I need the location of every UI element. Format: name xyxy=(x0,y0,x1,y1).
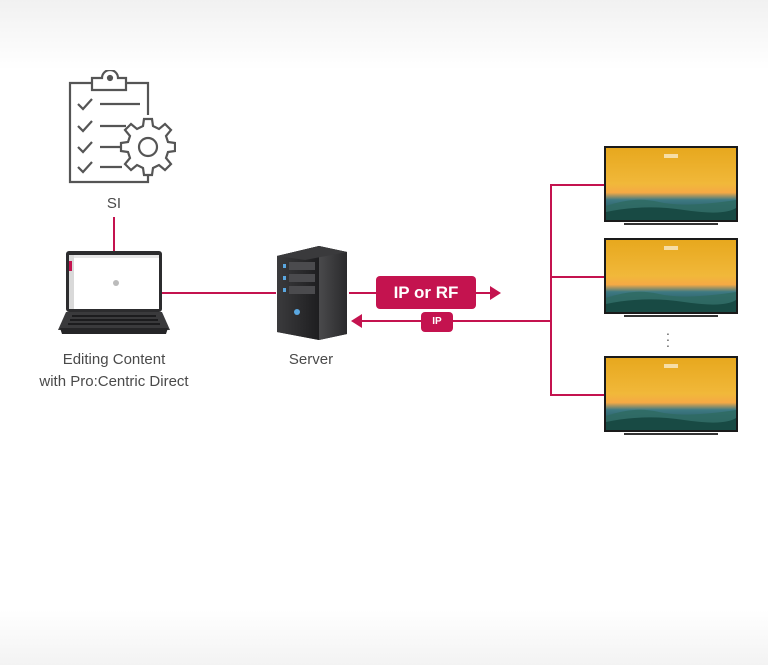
laptop-server-connector xyxy=(162,292,276,294)
return-connector xyxy=(360,320,552,322)
tv-branch-3 xyxy=(550,394,606,396)
return-arrowhead-icon xyxy=(351,314,362,328)
tv-display-icon xyxy=(604,356,738,435)
server-tower-icon xyxy=(277,246,347,340)
clipboard-gear-icon xyxy=(68,70,176,184)
tv-display-icon xyxy=(604,238,738,317)
si-laptop-connector xyxy=(113,217,115,252)
tv-branch-2 xyxy=(550,276,606,278)
pro-centric-line: with Pro:Centric Direct xyxy=(39,373,189,390)
si-label: SI xyxy=(106,195,122,212)
ip-or-rf-badge: IP or RF xyxy=(376,276,476,309)
editing-content-line: Editing Content xyxy=(62,351,166,368)
tv-branch-1 xyxy=(550,184,606,186)
tv-display-icon xyxy=(604,146,738,225)
laptop-icon xyxy=(58,251,170,334)
more-displays-ellipsis-icon: ··· xyxy=(665,325,671,353)
ip-badge: IP xyxy=(421,312,453,332)
outgoing-arrowhead-icon xyxy=(490,286,501,300)
server-label: Server xyxy=(288,351,334,368)
laptop-label: Editing Content with Pro:Centric Direct xyxy=(10,349,218,393)
tv-bus-vertical xyxy=(550,184,552,396)
